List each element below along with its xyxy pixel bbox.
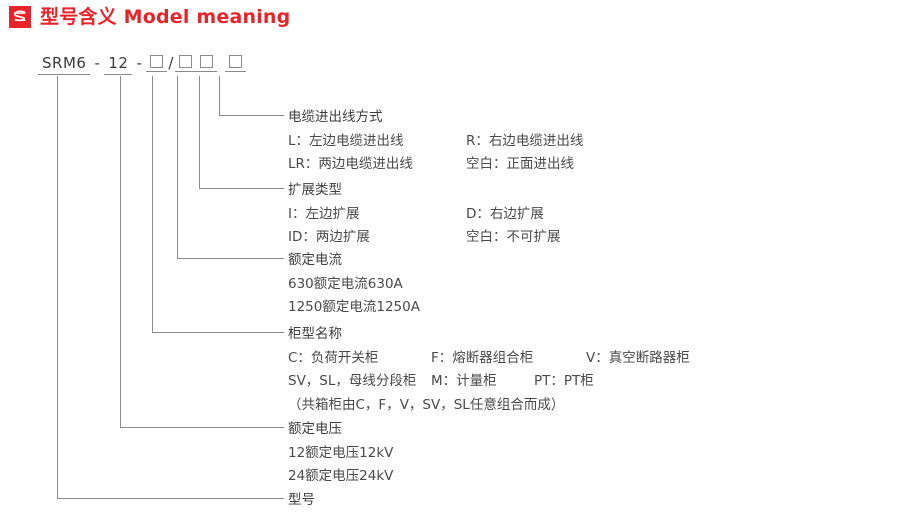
section-cable-entry-row-1-left: LR：两边电缆进出线: [288, 156, 413, 172]
section-cabinet-type-row-1: SV，SL，母线分段柜 M：计量柜 PT：PT柜: [288, 370, 690, 394]
model-code-voltage: 12: [104, 54, 133, 75]
model-code-slash: /: [168, 54, 174, 72]
section-cabinet-type: 柜型名称 C：负荷开关柜 F：熔断器组合柜 V：真空断路器柜 SV，SL，母线分段柜…: [288, 323, 690, 417]
section-expansion-type-row-1: ID：两边扩展 空白：不可扩展: [288, 226, 561, 250]
model-code-box-3-wrap: [195, 55, 217, 72]
section-rated-current: 额定电流 630额定电流630A 1250额定电流1250A: [288, 249, 420, 320]
section-cable-entry-heading: 电缆进出线方式: [288, 109, 383, 125]
section-expansion-type-row-0: I：左边扩展 D：右边扩展: [288, 203, 561, 227]
section-rated-voltage-row-0: 12额定电压12kV: [288, 444, 394, 461]
section-cable-entry-row-0: L：左边电缆进出线 R：右边电缆进出线: [288, 130, 583, 154]
section-model-name-heading: 型号: [288, 492, 315, 508]
section-cabinet-type-row-2: （共箱柜由C，F，V，SV，SL任意组合而成）: [288, 396, 565, 413]
section-cabinet-type-row-0: C：负荷开关柜 F：熔断器组合柜 V：真空断路器柜: [288, 347, 690, 371]
section-expansion-type: 扩展类型 I：左边扩展 D：右边扩展 ID：两边扩展 空白：不可扩展: [288, 179, 561, 250]
section-rated-current-row-1: 1250额定电流1250A: [288, 299, 420, 315]
section-cable-entry: 电缆进出线方式 L：左边电缆进出线 R：右边电缆进出线 LR：两边电缆进出线 空白：…: [288, 106, 583, 177]
section-cabinet-type-heading: 柜型名称: [288, 326, 342, 342]
section-cabinet-type-row-1-left: SV，SL，母线分段柜: [288, 373, 417, 389]
section-expansion-type-row-0-left: I：左边扩展: [288, 205, 360, 222]
model-code-box-2-wrap: [174, 55, 196, 72]
section-cabinet-type-row-0-right: V：真空断路器柜: [586, 349, 690, 366]
section-rated-current-heading: 额定电流: [288, 252, 342, 268]
model-code-box-3: [199, 55, 213, 68]
section-expansion-type-row-1-right: 空白：不可扩展: [466, 229, 561, 245]
section-cable-entry-row-1-right: 空白：正面进出线: [466, 156, 574, 172]
section-expansion-type-row-1-left: ID：两边扩展: [288, 229, 370, 245]
section-cable-entry-row-0-right: R：右边电缆进出线: [466, 132, 584, 149]
page-title: 型号含义 Model meaning: [9, 6, 290, 28]
section-rated-voltage: 额定电压 12额定电压12kV 24额定电压24kV: [288, 418, 393, 489]
model-code: SRM6 - 12 - /: [38, 54, 246, 75]
section-rated-voltage-row-1: 24额定电压24kV: [288, 468, 394, 484]
page-title-text: 型号含义 Model meaning: [40, 6, 291, 28]
section-cabinet-type-row-0-left: C：负荷开关柜: [288, 349, 379, 366]
model-code-box-4: [228, 55, 242, 68]
section-cabinet-type-row-1-mid: M：计量柜: [431, 373, 497, 389]
model-code-dash-2: -: [136, 54, 143, 72]
section-rated-voltage-heading: 额定电压: [288, 421, 342, 437]
model-code-base: SRM6: [38, 54, 91, 75]
brand-logo-icon: [9, 6, 31, 28]
section-cable-entry-row-1: LR：两边电缆进出线 空白：正面进出线: [288, 153, 583, 177]
section-model-name: 型号: [288, 489, 315, 513]
section-expansion-type-heading: 扩展类型: [288, 182, 342, 198]
model-code-box-1-wrap: [146, 55, 168, 72]
section-rated-current-row-0: 630额定电流630A: [288, 275, 403, 292]
model-code-box-2: [178, 55, 192, 68]
model-code-dash-1: -: [94, 54, 101, 72]
section-cabinet-type-row-1-right: PT：PT柜: [534, 373, 594, 389]
model-code-box-4-wrap: [224, 55, 246, 72]
section-cabinet-type-row-0-mid: F：熔断器组合柜: [431, 349, 534, 366]
model-code-box-1: [150, 55, 164, 68]
section-expansion-type-row-0-right: D：右边扩展: [466, 205, 544, 222]
section-cable-entry-row-0-left: L：左边电缆进出线: [288, 132, 404, 149]
